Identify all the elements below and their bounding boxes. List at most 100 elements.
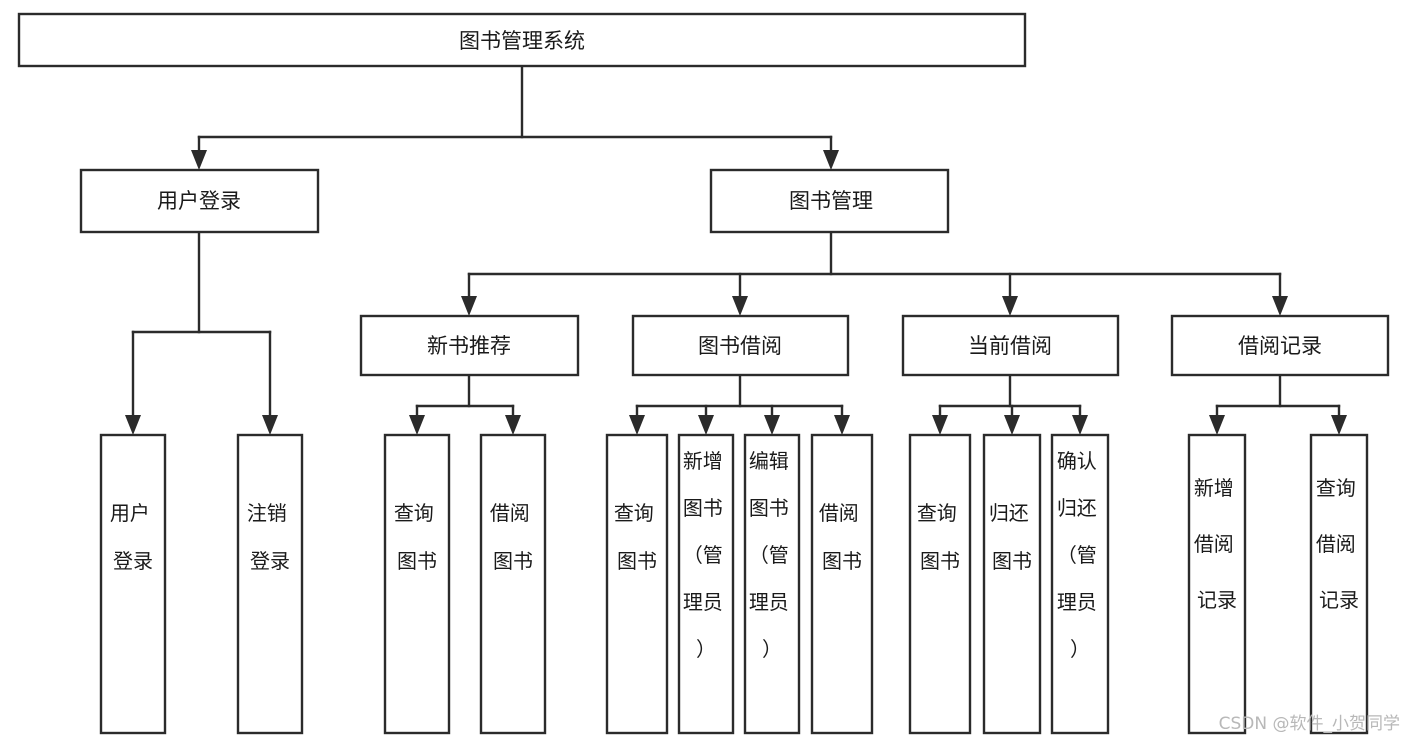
arrow-to-leaf-borrow-book-1 bbox=[505, 415, 521, 435]
leaf-return-book-line-0: 归还 bbox=[989, 501, 1029, 525]
leaf-query-book-2-line-0: 查询 bbox=[614, 501, 654, 525]
leaf-edit-book[interactable]: 编辑 图书 （管 理员 ） bbox=[743, 433, 801, 735]
leaf-query-book-1-line-0: 查询 bbox=[394, 501, 434, 525]
leaf-edit-book-line-1: 图书 bbox=[749, 496, 789, 520]
leaf-query-book-1[interactable]: 查询 图书 bbox=[383, 433, 451, 735]
node-book-borrow-label: 图书借阅 bbox=[698, 334, 782, 358]
leaf-add-borrow-record-box[interactable] bbox=[1187, 433, 1247, 735]
node-borrow-record-label: 借阅记录 bbox=[1238, 334, 1322, 358]
leaf-logout[interactable]: 注销 登录 bbox=[236, 433, 304, 735]
node-book-manage-box[interactable] bbox=[709, 168, 950, 234]
leaf-query-book-1-label: 查询 图书 bbox=[394, 501, 440, 573]
arrow-to-leaf-query-book-2 bbox=[629, 415, 645, 435]
leaf-query-book-3-label: 查询 图书 bbox=[917, 501, 963, 573]
leaf-query-book-1-line-1: 图书 bbox=[397, 549, 437, 573]
node-book-borrow[interactable]: 图书借阅 bbox=[631, 314, 850, 377]
leaf-logout-line-1: 登录 bbox=[250, 549, 290, 573]
node-current-borrow[interactable]: 当前借阅 bbox=[901, 314, 1120, 377]
leaf-user-login-label: 用户 登录 bbox=[110, 501, 156, 573]
node-current-borrow-box[interactable] bbox=[901, 314, 1120, 377]
arrow-to-leaf-logout bbox=[262, 415, 278, 435]
leaf-query-book-3-line-1: 图书 bbox=[920, 549, 960, 573]
leaf-borrow-book-1[interactable]: 借阅 图书 bbox=[479, 433, 547, 735]
arrow-to-leaf-confirm-return bbox=[1072, 415, 1088, 435]
leaf-borrow-book-2[interactable]: 借阅 图书 bbox=[810, 433, 874, 735]
arrow-to-leaf-query-book-3 bbox=[932, 415, 948, 435]
leaf-query-borrow-record-label: 查询 借阅 记录 bbox=[1316, 476, 1362, 612]
leaf-add-borrow-record-label: 新增 借阅 记录 bbox=[1194, 476, 1240, 612]
leaf-query-book-2[interactable]: 查询 图书 bbox=[605, 433, 669, 735]
leaf-edit-book-line-2: （管 bbox=[749, 543, 789, 567]
leaf-query-book-3-box[interactable] bbox=[908, 433, 972, 735]
leaf-confirm-return-line-0: 确认 bbox=[1057, 449, 1097, 473]
leaf-add-borrow-record[interactable]: 新增 借阅 记录 bbox=[1187, 433, 1247, 735]
node-root-box[interactable] bbox=[17, 12, 1027, 68]
node-root[interactable]: 图书管理系统 bbox=[17, 12, 1027, 68]
arrow-to-leaf-edit-book bbox=[764, 415, 780, 435]
leaf-add-book[interactable]: 新增 图书 （管 理员 ） bbox=[677, 433, 735, 735]
arrow-to-leaf-user-login bbox=[125, 415, 141, 435]
leaf-add-borrow-record-line-0: 新增 bbox=[1194, 476, 1234, 500]
arrow-to-new-book-rec bbox=[461, 296, 477, 316]
leaf-logout-box[interactable] bbox=[236, 433, 304, 735]
leaf-borrow-book-2-line-0: 借阅 bbox=[819, 501, 859, 525]
csdn-watermark: CSDN @软件_小贺同学 bbox=[1219, 714, 1400, 734]
arrow-to-book-manage bbox=[823, 150, 839, 170]
leaf-borrow-book-1-label: 借阅 图书 bbox=[490, 501, 536, 573]
node-book-borrow-box[interactable] bbox=[631, 314, 850, 377]
node-borrow-record-box[interactable] bbox=[1170, 314, 1390, 377]
leaf-confirm-return-label: 确认 归还 （管 理员 ） bbox=[1057, 449, 1103, 661]
leaf-borrow-book-2-box[interactable] bbox=[810, 433, 874, 735]
leaf-query-borrow-record-box[interactable] bbox=[1309, 433, 1369, 735]
node-user-login-box[interactable] bbox=[79, 168, 320, 234]
leaf-return-book-box[interactable] bbox=[982, 433, 1042, 735]
arrow-to-book-borrow bbox=[732, 296, 748, 316]
leaf-query-book-3-line-0: 查询 bbox=[917, 501, 957, 525]
leaf-confirm-return-line-3: 理员 bbox=[1057, 590, 1097, 614]
leaf-user-login-box[interactable] bbox=[99, 433, 167, 735]
leaf-query-book-1-box[interactable] bbox=[383, 433, 451, 735]
leaf-borrow-book-1-line-0: 借阅 bbox=[490, 501, 530, 525]
leaf-query-borrow-record-line-0: 查询 bbox=[1316, 476, 1356, 500]
leaf-confirm-return-line-4: ） bbox=[1070, 637, 1090, 661]
arrow-to-leaf-query-borrow-record bbox=[1331, 415, 1347, 435]
leaf-return-book-label: 归还 图书 bbox=[989, 501, 1035, 573]
arrow-to-user-login bbox=[191, 150, 207, 170]
leaf-edit-book-line-0: 编辑 bbox=[749, 449, 789, 473]
leaf-query-book-2-label: 查询 图书 bbox=[614, 501, 660, 573]
node-borrow-record[interactable]: 借阅记录 bbox=[1170, 314, 1390, 377]
node-book-manage[interactable]: 图书管理 bbox=[709, 168, 950, 234]
leaf-add-borrow-record-line-1: 借阅 bbox=[1194, 532, 1234, 556]
leaf-query-borrow-record[interactable]: 查询 借阅 记录 bbox=[1309, 433, 1369, 735]
leaf-add-book-line-3: 理员 bbox=[683, 590, 723, 614]
leaf-query-borrow-record-line-2: 记录 bbox=[1319, 588, 1359, 612]
leaf-return-book[interactable]: 归还 图书 bbox=[982, 433, 1042, 735]
leaf-borrow-book-2-line-1: 图书 bbox=[822, 549, 862, 573]
arrow-to-leaf-add-borrow-record bbox=[1209, 415, 1225, 435]
arrow-to-leaf-borrow-book-2 bbox=[834, 415, 850, 435]
leaf-confirm-return-line-1: 归还 bbox=[1057, 496, 1097, 520]
leaf-query-borrow-record-line-1: 借阅 bbox=[1316, 532, 1356, 556]
leaf-logout-label: 注销 登录 bbox=[247, 501, 293, 573]
leaf-add-book-box[interactable] bbox=[677, 433, 735, 735]
leaf-confirm-return[interactable]: 确认 归还 （管 理员 ） bbox=[1050, 433, 1110, 735]
leaf-edit-book-box[interactable] bbox=[743, 433, 801, 735]
arrow-to-leaf-query-book-1 bbox=[409, 415, 425, 435]
node-user-login[interactable]: 用户登录 bbox=[79, 168, 320, 234]
leaf-query-book-2-box[interactable] bbox=[605, 433, 669, 735]
leaf-user-login[interactable]: 用户 登录 bbox=[99, 433, 167, 735]
leaf-query-book-3[interactable]: 查询 图书 bbox=[908, 433, 972, 735]
leaf-borrow-book-1-box[interactable] bbox=[479, 433, 547, 735]
node-new-book-rec-label: 新书推荐 bbox=[427, 334, 511, 358]
leaf-confirm-return-line-2: （管 bbox=[1057, 543, 1097, 567]
arrow-to-current-borrow bbox=[1002, 296, 1018, 316]
arrow-to-borrow-record bbox=[1272, 296, 1288, 316]
arrow-to-leaf-return-book bbox=[1004, 415, 1020, 435]
leaf-add-book-line-4: ） bbox=[696, 637, 716, 661]
leaf-edit-book-line-3: 理员 bbox=[749, 590, 789, 614]
node-new-book-rec-box[interactable] bbox=[359, 314, 580, 377]
leaf-confirm-return-box[interactable] bbox=[1050, 433, 1110, 735]
leaf-node-layer: 用户 登录 注销 登录 查询 图书 借阅 图书 bbox=[99, 433, 1369, 735]
node-new-book-rec[interactable]: 新书推荐 bbox=[359, 314, 580, 377]
